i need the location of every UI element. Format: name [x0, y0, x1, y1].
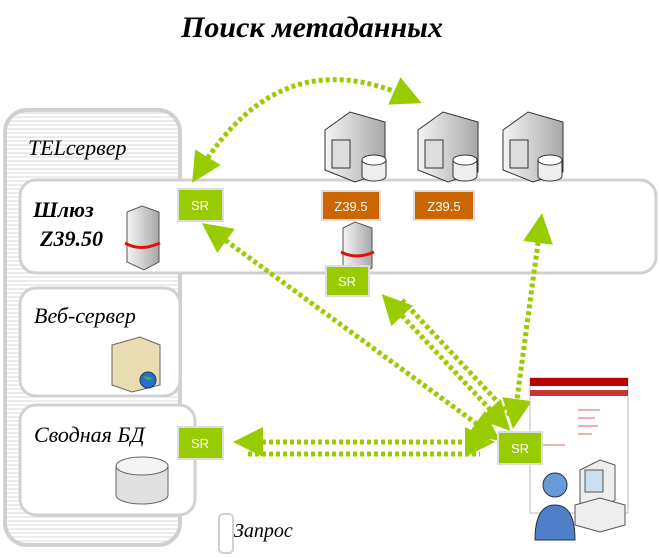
- sr-tag-gateway: SR: [177, 188, 224, 222]
- arrow-gateway-to-libraries: [192, 77, 422, 183]
- request-label: Запрос: [234, 520, 293, 542]
- arrow-middle-to-client: [381, 294, 511, 431]
- library-server-icon: [417, 111, 479, 183]
- library-server-icon: [502, 111, 564, 183]
- webserver-label: Веб-сервер: [34, 303, 136, 328]
- library-server-icon: [324, 111, 387, 183]
- z3950-tag-a: Z39.5: [321, 190, 381, 221]
- sr-tag-text: SR: [191, 198, 209, 213]
- arrow-library-to-client: [502, 213, 553, 429]
- sr-tag-text: SR: [511, 441, 529, 456]
- sr-tag-text: SR: [191, 436, 209, 451]
- server-tower-icon: [124, 205, 161, 271]
- database-icon: [115, 456, 169, 505]
- sr-tag-text: SR: [338, 274, 356, 289]
- z3950-tag-text: Z39.5: [427, 199, 460, 214]
- user-computer-icon: [529, 377, 629, 541]
- arrow-middle-to-client-2: [400, 298, 512, 417]
- arrows: [192, 77, 553, 457]
- union-db-label: Сводная БД: [34, 422, 146, 447]
- z3950-tag-b: Z39.5: [413, 190, 475, 221]
- web-server-icon: [111, 336, 161, 393]
- telserver-label: TELсервер: [28, 135, 126, 160]
- sr-tag-db: SR: [177, 426, 224, 460]
- request-marker: [218, 513, 234, 554]
- gateway-label-line1: Шлюз: [32, 197, 94, 222]
- diagram-title: Поиск метаданных: [180, 11, 443, 44]
- gateway-label-line2: Z39.50: [39, 226, 103, 251]
- sr-tag-client: SR: [497, 431, 543, 465]
- z3950-tag-text: Z39.5: [334, 199, 367, 214]
- sr-tag-middle: SR: [325, 265, 370, 297]
